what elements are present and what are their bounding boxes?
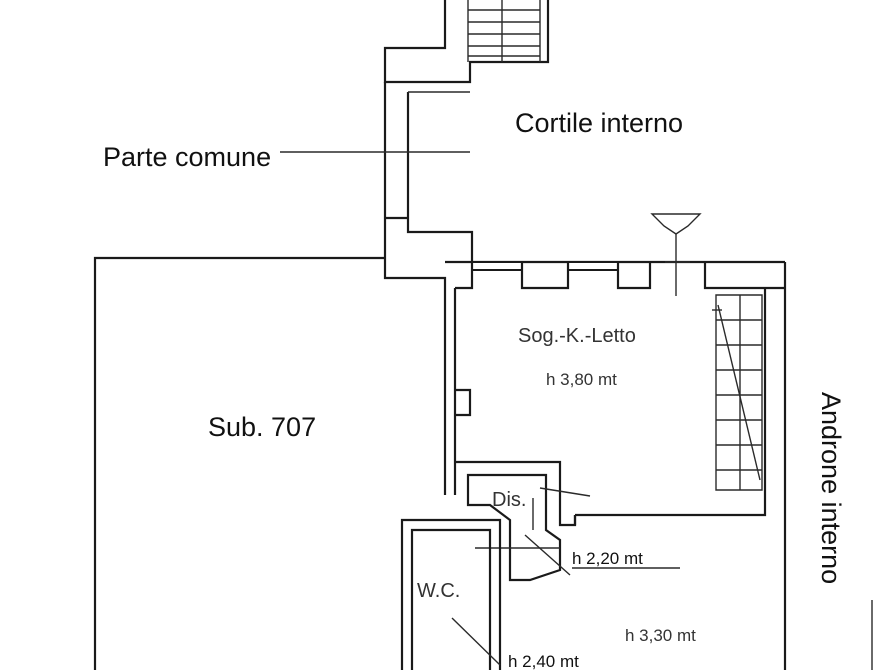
parte-comune-label: Parte comune [103,142,271,172]
wc-label: W.C. [417,580,460,602]
room-height: h 3,30 mt [625,626,696,645]
androne-label: Androne interno [816,392,846,584]
common-part-walls [280,82,474,495]
dis-label: Dis. [492,489,526,511]
dis-height: h 2,20 mt [572,549,643,568]
soggiorno-label: Sog.-K.-Letto [518,325,636,347]
wc-walls [400,518,502,670]
apartment-top-wall [445,213,785,495]
sub-label: Sub. 707 [208,412,316,442]
cortile-label: Cortile interno [515,108,683,138]
upper-staircase [383,0,550,84]
soggiorno-height: h 3,80 mt [546,370,617,389]
right-staircase [712,294,763,491]
wc-height: h 2,40 mt [508,652,579,670]
androne-walls [575,262,787,670]
sub-707-outline [93,256,385,670]
pillar [455,388,472,417]
